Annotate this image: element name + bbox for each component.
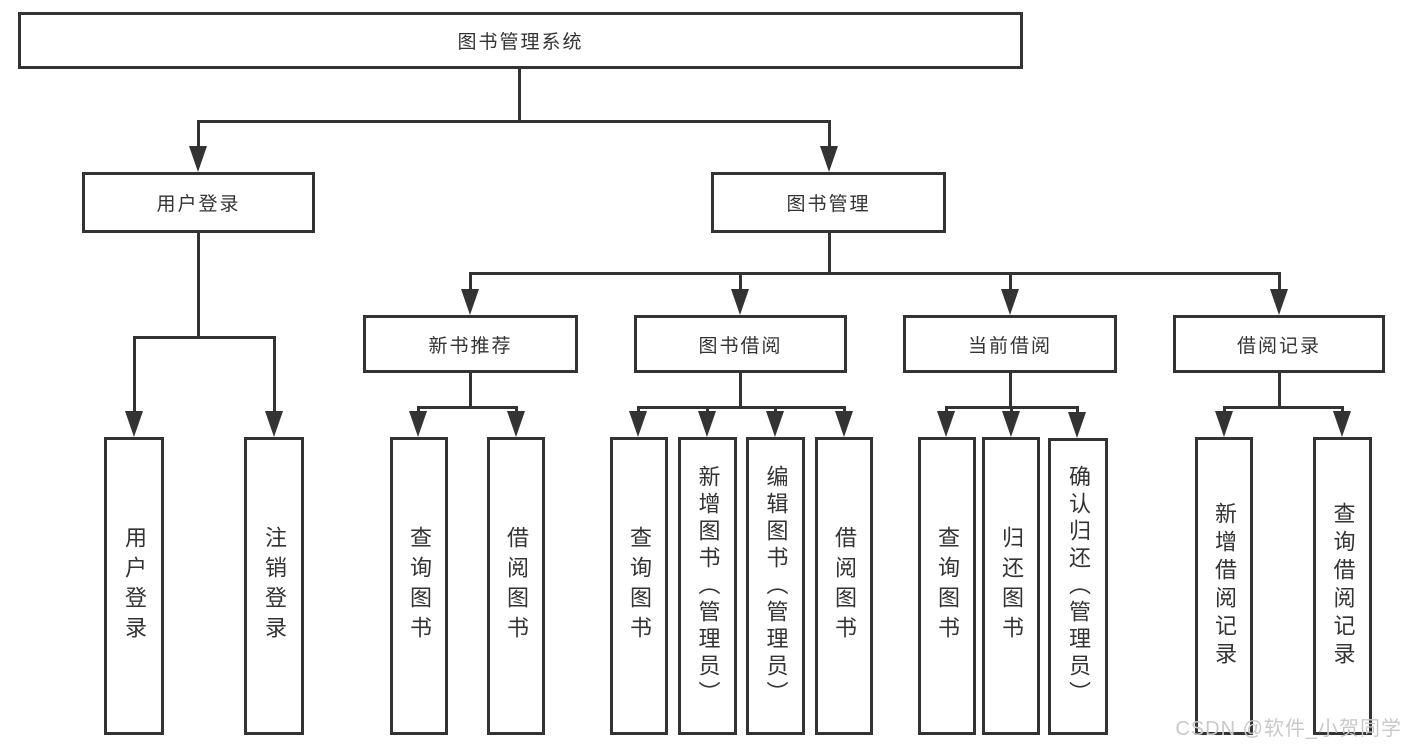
arrowhead-new-book-rec	[461, 289, 479, 315]
node-borrow-records: 借阅记录	[1173, 315, 1385, 373]
arrowhead-borrow-book-1	[507, 411, 525, 437]
connector-borrow-records-rail	[1223, 406, 1343, 409]
leaf-borrow-book-1-label: 借阅图书	[504, 526, 529, 646]
connector-new-book-rec-rail	[417, 406, 518, 409]
node-borrow-records-label: 借阅记录	[1236, 335, 1321, 357]
node-user-login-label: 用户登录	[156, 194, 241, 215]
connector-drop-book-borrow	[739, 272, 742, 302]
arrowhead-return-book	[1002, 411, 1020, 437]
node-book-borrow-label: 图书借阅	[698, 335, 783, 357]
leaf-user-login: 用户登录	[104, 437, 164, 735]
node-user-login: 用户登录	[82, 172, 315, 233]
connector-new-book-rec-stem	[469, 373, 472, 406]
leaf-logout-label: 注销登录	[262, 526, 287, 646]
arrowhead-current-borrow	[1001, 289, 1019, 315]
leaf-query-book-2: 查询图书	[610, 437, 668, 735]
connector-drop-user-login	[197, 120, 200, 160]
arrowhead-add-book	[698, 411, 716, 437]
connector-book-mgmt-rail	[469, 272, 1280, 275]
connector-book-borrow-stem	[739, 373, 742, 406]
connector-drop-leaf-login	[133, 336, 136, 426]
leaf-return-book-label: 归还图书	[999, 526, 1024, 646]
leaf-query-book-3-label: 查询图书	[935, 526, 960, 646]
leaf-query-book-3: 查询图书	[918, 437, 976, 735]
connector-root-stem	[518, 68, 521, 120]
leaf-borrow-book-1: 借阅图书	[487, 437, 545, 735]
arrowhead-borrow-records	[1270, 289, 1288, 315]
leaf-edit-book: 编辑图书（管理员）	[746, 437, 805, 735]
arrowhead-add-record	[1215, 411, 1233, 437]
leaf-add-book: 新增图书（管理员）	[678, 437, 737, 735]
arrowhead-query-book-3	[937, 411, 955, 437]
csdn-watermark: CSDN @软件_小贺同学	[1175, 718, 1402, 740]
arrowhead-user-login	[189, 146, 207, 172]
node-root: 图书管理系统	[18, 12, 1023, 69]
arrowhead-query-book-2	[629, 411, 647, 437]
node-book-mgmt-label: 图书管理	[786, 194, 871, 215]
leaf-query-record-label: 查询借阅记录	[1330, 502, 1356, 670]
arrowhead-confirm-return	[1068, 412, 1086, 438]
node-root-label: 图书管理系统	[457, 32, 584, 53]
arrowhead-edit-book	[766, 411, 784, 437]
leaf-add-record-label: 新增借阅记录	[1212, 502, 1237, 670]
arrowhead-book-mgmt	[820, 146, 838, 172]
connector-current-borrow-stem	[1009, 373, 1012, 406]
arrowhead-book-borrow	[731, 289, 749, 315]
node-current-borrow-label: 当前借阅	[967, 335, 1052, 357]
connector-user-login-rail	[133, 336, 276, 339]
connector-drop-borrow-records	[1278, 272, 1281, 302]
arrowhead-leaf-logout	[265, 411, 283, 437]
connector-book-mgmt-stem	[828, 233, 831, 272]
leaf-query-book-1-label: 查询图书	[407, 526, 432, 646]
leaf-edit-book-label: 编辑图书（管理员）	[763, 464, 789, 708]
connector-drop-book-mgmt	[828, 120, 831, 160]
connector-book-borrow-rail	[637, 406, 845, 409]
leaf-logout: 注销登录	[244, 437, 304, 735]
node-book-borrow: 图书借阅	[634, 315, 847, 373]
leaf-return-book: 归还图书	[982, 437, 1040, 735]
leaf-confirm-return-label: 确认归还（管理员）	[1066, 465, 1091, 708]
connector-drop-new-book-rec	[469, 272, 472, 302]
leaf-user-login-label: 用户登录	[122, 526, 147, 646]
leaf-confirm-return: 确认归还（管理员）	[1048, 438, 1108, 735]
connector-borrow-records-stem	[1278, 373, 1281, 406]
node-book-mgmt: 图书管理	[711, 172, 946, 233]
leaf-query-book-1: 查询图书	[390, 437, 448, 735]
node-new-book-rec-label: 新书推荐	[428, 335, 513, 357]
connector-user-login-stem	[197, 233, 200, 336]
node-current-borrow: 当前借阅	[903, 315, 1117, 373]
connector-drop-leaf-logout	[273, 336, 276, 426]
arrowhead-query-record	[1333, 411, 1351, 437]
leaf-add-book-label: 新增图书（管理员）	[695, 464, 721, 708]
connector-drop-current-borrow	[1009, 272, 1012, 302]
leaf-query-book-2-label: 查询图书	[627, 526, 652, 646]
connector-root-rail	[197, 120, 831, 123]
leaf-add-record: 新增借阅记录	[1195, 437, 1253, 735]
arrowhead-leaf-login	[125, 411, 143, 437]
leaf-borrow-book-2: 借阅图书	[815, 437, 873, 735]
leaf-query-record: 查询借阅记录	[1313, 437, 1372, 735]
arrowhead-borrow-book-2	[835, 411, 853, 437]
node-new-book-rec: 新书推荐	[363, 315, 578, 373]
leaf-borrow-book-2-label: 借阅图书	[832, 526, 857, 646]
arrowhead-query-book-1	[409, 411, 427, 437]
